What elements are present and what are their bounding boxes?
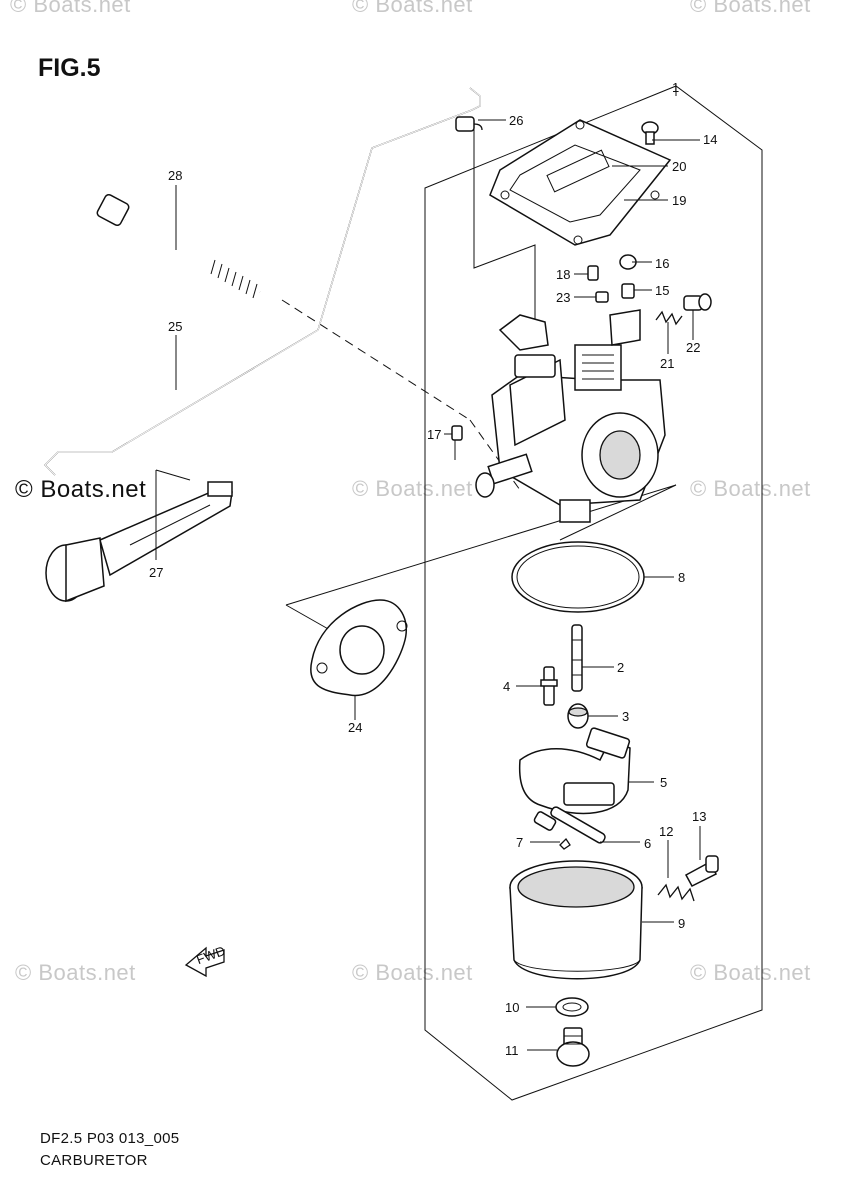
leader-lines xyxy=(155,84,701,1051)
callout-19: 19 xyxy=(672,193,686,208)
callout-25: 25 xyxy=(168,319,182,334)
part-insulator-plate xyxy=(489,119,672,246)
alignment-lines xyxy=(281,128,677,631)
callout-1: 1 xyxy=(672,80,679,95)
callout-9: 9 xyxy=(678,916,685,931)
callout-18: 18 xyxy=(556,267,570,282)
watermark: © Boats.net xyxy=(10,0,131,17)
callout-13: 13 xyxy=(692,809,706,824)
part-float-pin xyxy=(533,806,606,844)
callout-26: 26 xyxy=(509,113,523,128)
callout-12: 12 xyxy=(659,824,673,839)
part-spring-12 xyxy=(657,883,695,902)
watermark: © Boats.net xyxy=(15,476,147,503)
callout-23: 23 xyxy=(556,290,570,305)
forward-arrow-icon: FWD xyxy=(184,943,227,978)
callout-10: 10 xyxy=(505,1000,519,1015)
part-choke-knob xyxy=(45,481,233,603)
part-jet-seat xyxy=(567,703,589,729)
callout-3: 3 xyxy=(622,709,629,724)
part-washer xyxy=(555,997,589,1017)
callout-24: 24 xyxy=(348,720,362,735)
callout-5: 5 xyxy=(660,775,667,790)
watermark: © Boats.net xyxy=(15,960,136,985)
callout-4: 4 xyxy=(503,679,510,694)
callout-6: 6 xyxy=(644,836,651,851)
callout-labels: 1 2 3 4 5 6 7 8 9 10 11 12 13 14 15 16 1… xyxy=(149,80,717,1058)
part-jet-needle xyxy=(571,624,583,692)
watermark: © Boats.net xyxy=(352,0,473,17)
callout-2: 2 xyxy=(617,660,624,675)
part-bolt-28 xyxy=(96,193,262,299)
part-drain-screw xyxy=(556,1027,590,1067)
figure-title: FIG.5 xyxy=(38,54,101,82)
callout-14: 14 xyxy=(703,132,717,147)
watermark: © Boats.net xyxy=(690,476,811,501)
part-float xyxy=(518,727,631,815)
part-float-bowl xyxy=(509,860,643,980)
callout-11: 11 xyxy=(505,1043,519,1058)
watermark: © Boats.net xyxy=(690,960,811,985)
callout-17: 17 xyxy=(427,427,441,442)
callout-15: 15 xyxy=(655,283,669,298)
part-clip-7 xyxy=(559,837,571,850)
part-flange-gasket xyxy=(310,599,408,696)
callout-27: 27 xyxy=(149,565,163,580)
small-parts xyxy=(451,254,712,441)
part-o-ring xyxy=(511,541,645,613)
callout-7: 7 xyxy=(516,835,523,850)
part-carburetor-body xyxy=(475,309,666,523)
callout-8: 8 xyxy=(678,570,685,585)
part-spring-21 xyxy=(655,310,683,326)
callout-28: 28 xyxy=(168,168,182,183)
callout-21: 21 xyxy=(660,356,674,371)
callout-22: 22 xyxy=(686,340,700,355)
part-screw-14 xyxy=(641,121,659,145)
part-screw-22 xyxy=(683,293,712,311)
callout-16: 16 xyxy=(655,256,669,271)
part-screw-13 xyxy=(684,855,719,887)
part-throttle-rod xyxy=(44,87,481,476)
watermark: © Boats.net xyxy=(352,476,473,501)
callout-20: 20 xyxy=(672,159,686,174)
watermark: © Boats.net xyxy=(690,0,811,17)
watermark: © Boats.net xyxy=(352,960,473,985)
part-clip-26 xyxy=(455,116,483,132)
figure-name: CARBURETOR xyxy=(40,1152,148,1169)
figure-code: DF2.5 P03 013_005 xyxy=(40,1130,180,1147)
